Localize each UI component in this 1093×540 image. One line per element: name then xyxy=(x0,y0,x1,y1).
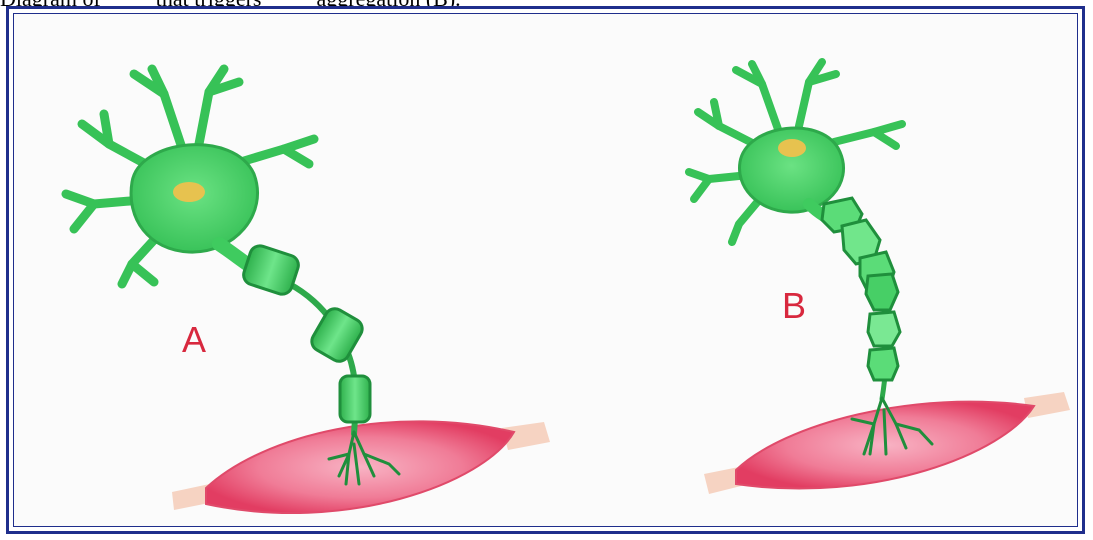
figure-frame: A xyxy=(6,6,1085,534)
myelin-sheath-b-damaged xyxy=(822,198,900,380)
panel-a-label: A xyxy=(182,319,206,360)
neuron-illustration: A xyxy=(14,14,1078,527)
figure-canvas: A xyxy=(13,13,1078,527)
panel-b: B xyxy=(689,62,1070,494)
muscle-fiber-a xyxy=(172,421,550,513)
myelin-sheath-a xyxy=(241,243,370,422)
neuron-a xyxy=(66,69,356,434)
panel-b-label: B xyxy=(782,285,806,326)
nucleus-a xyxy=(173,182,205,202)
panel-a: A xyxy=(66,69,550,513)
nucleus-b xyxy=(778,139,806,157)
